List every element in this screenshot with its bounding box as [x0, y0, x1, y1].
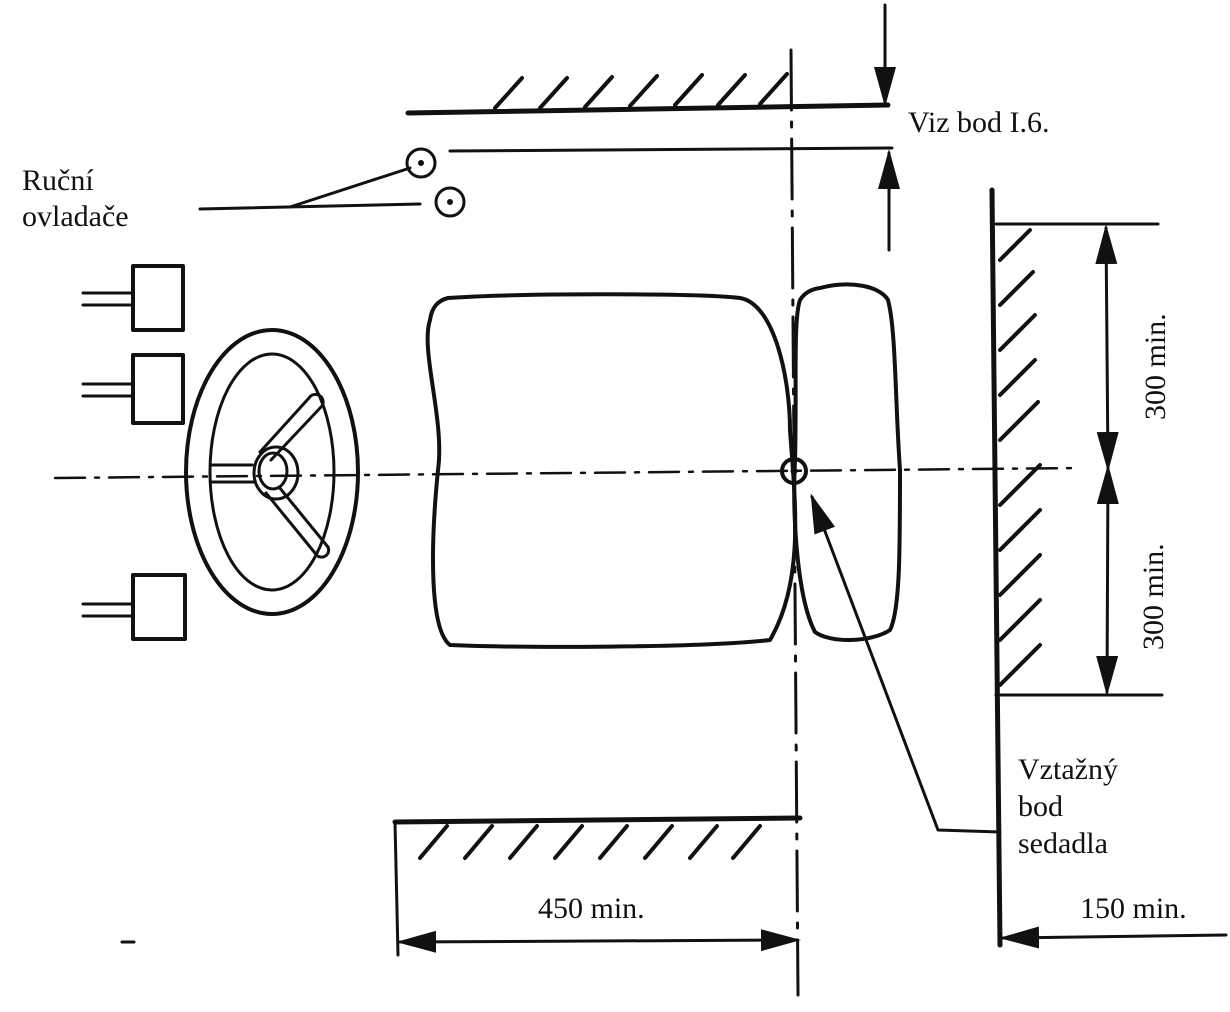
- seat-reference-point-icon: [780, 457, 808, 485]
- reference-point-label-line2: bod: [1018, 790, 1063, 823]
- reference-point-label-line1: Vztažný: [1018, 753, 1118, 786]
- side-clearance-upper-label: 300 min.: [1139, 313, 1172, 420]
- pedal-icon: [81, 264, 185, 332]
- vertical-centerline: [789, 48, 800, 997]
- right-wall-hatch: [989, 187, 1164, 948]
- steering-wheel-icon: [184, 328, 360, 616]
- manual-controls-icon: [198, 147, 466, 218]
- pedal-icon: [81, 353, 185, 425]
- front-clearance-dimension: [396, 929, 801, 953]
- seat-cushion: [425, 292, 798, 649]
- side-clearance-lower-label: 300 min.: [1137, 543, 1170, 650]
- manual-controls-label-line1: Ruční: [22, 164, 94, 197]
- side-offset-label: 150 min.: [1080, 892, 1187, 925]
- pedal-icon: [81, 573, 187, 641]
- reference-point-label-line3: sedadla: [1018, 827, 1108, 860]
- see-point-label: Viz bod I.6.: [908, 106, 1050, 139]
- vertical-dimension-arrows: [448, 3, 900, 252]
- manual-controls-label-line2: ovladače: [22, 200, 129, 233]
- seat-backrest: [792, 282, 902, 642]
- front-clearance-label: 450 min.: [538, 892, 645, 925]
- bottom-wall-hatch: [392, 815, 803, 957]
- side-clearance-dimension: [1095, 224, 1119, 696]
- reference-point-leader: [810, 493, 1002, 834]
- side-offset-dimension: [999, 926, 1228, 949]
- top-wall-hatch: [405, 72, 891, 116]
- horizontal-centerline: [53, 466, 1082, 480]
